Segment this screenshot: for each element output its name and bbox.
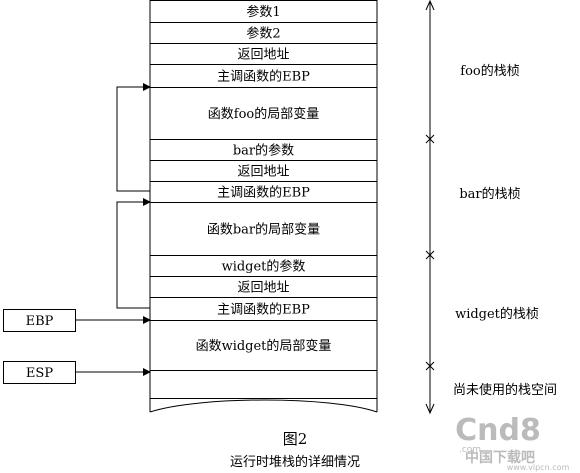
esp-register-box bbox=[3, 361, 76, 384]
stack-cell-label: 返回地址 bbox=[237, 48, 289, 63]
frame-boundary-mark bbox=[425, 134, 435, 144]
stack-column: 参数1参数2返回地址主调函数的EBP函数foo的局部变量bar的参数返回地址主调… bbox=[149, 0, 378, 413]
watermark-url: www.vipcn.com bbox=[507, 463, 570, 472]
frame-link-arrows bbox=[116, 83, 151, 309]
frame-label: 尚未使用的栈空间 bbox=[453, 382, 557, 398]
ebp-register-label: EBP bbox=[26, 314, 54, 329]
watermark: Cnd8 .com 中国下载吧 www.vipcn.com bbox=[455, 413, 569, 472]
stack-cell-label: 主调函数的EBP bbox=[217, 185, 310, 201]
watermark-logo: Cnd8 bbox=[455, 413, 541, 448]
ebp-register-box bbox=[3, 309, 76, 332]
stack-cell-label: 返回地址 bbox=[237, 281, 289, 296]
frame-span-arrow-top bbox=[425, 0, 435, 11]
frame-boundary-mark bbox=[425, 250, 435, 260]
stack-cell-label: 主调函数的EBP bbox=[217, 69, 310, 85]
stack-cell-label: bar的参数 bbox=[233, 143, 294, 159]
stack-cell-label: 参数2 bbox=[246, 26, 280, 42]
watermark-tagline: 中国下载吧 bbox=[465, 449, 535, 466]
frame-label: widget的栈桢 bbox=[455, 306, 539, 322]
stack-cell-label: 返回地址 bbox=[237, 165, 289, 180]
caption-title: 图2 bbox=[283, 430, 308, 448]
ebp-chain-arrow bbox=[116, 198, 151, 309]
ebp-chain-arrow bbox=[116, 83, 151, 192]
stack-cell-label: 主调函数的EBP bbox=[217, 302, 310, 318]
watermark-site: .com bbox=[459, 445, 481, 455]
caption-subtitle: 运行时堆栈的详细情况 bbox=[230, 454, 360, 470]
stack-cell-label: 函数foo的局部变量 bbox=[208, 106, 319, 122]
frame-span-arrow-bottom bbox=[425, 403, 435, 415]
stack-cell-label: 函数bar的局部变量 bbox=[207, 222, 320, 238]
stack-cell-label: 参数1 bbox=[246, 4, 280, 20]
frame-label: foo的栈桢 bbox=[460, 63, 519, 79]
register-pointers: EBP ESP bbox=[3, 309, 151, 384]
stack-open-bottom bbox=[149, 399, 378, 413]
frame-label: bar的栈桢 bbox=[459, 186, 520, 202]
frame-boundary-mark bbox=[425, 361, 435, 371]
esp-register-label: ESP bbox=[26, 366, 53, 381]
stack-cell-label: widget的参数 bbox=[222, 259, 306, 275]
stack-cell-label: 函数widget的局部变量 bbox=[196, 338, 332, 354]
